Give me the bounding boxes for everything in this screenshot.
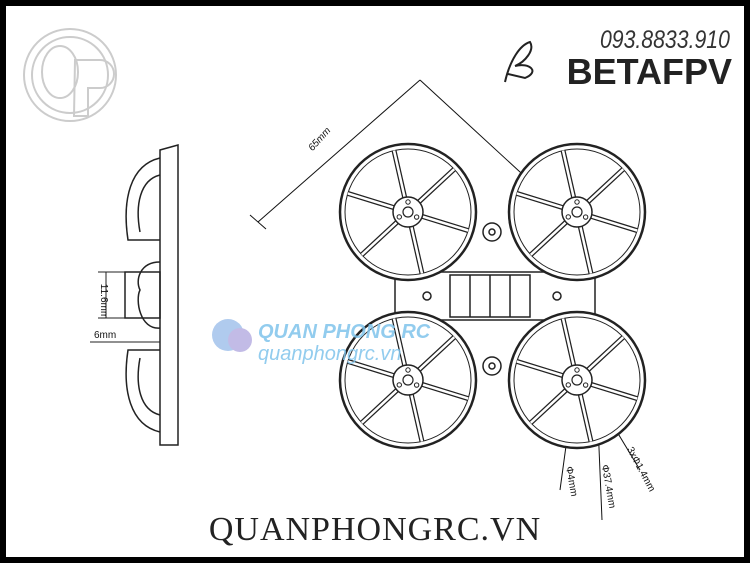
- duct-spoke-inner: [586, 168, 625, 204]
- phone-number: 093.8833.910: [600, 26, 730, 54]
- duct-spoke-inner: [421, 214, 469, 232]
- motor-hole: [402, 206, 414, 218]
- betafpv-logo-icon: [504, 40, 534, 83]
- watermark-name: QUAN PHONG RC: [258, 321, 431, 343]
- duct-spoke-inner: [409, 225, 424, 274]
- side-view-frame: [90, 144, 179, 446]
- mount-hole: [574, 367, 580, 373]
- footer-site: QUANPHONGRC.VN: [208, 511, 542, 548]
- mount-hole: [582, 214, 589, 220]
- mount-hole: [413, 382, 420, 388]
- duct-spoke-inner: [578, 393, 593, 442]
- dimension-side-width-label: 6mm: [94, 330, 117, 341]
- duct-spoke-inner: [590, 214, 638, 232]
- duct-spoke-inner: [516, 360, 564, 378]
- watermark-logo: [212, 319, 252, 352]
- duct-spoke-inner: [360, 220, 399, 256]
- duct-spoke-inner: [360, 388, 399, 424]
- mount-hole: [565, 382, 571, 388]
- top-view-frame: [394, 222, 596, 376]
- duct-spoke-inner: [516, 192, 564, 210]
- duct-inner-ring: [344, 316, 472, 444]
- duct-spoke-inner: [417, 168, 456, 204]
- drawing: [23, 28, 647, 521]
- mount-hole: [396, 382, 402, 388]
- mount-hole: [413, 214, 420, 220]
- duct-spoke-inner: [578, 225, 593, 274]
- duct-spoke-inner: [347, 360, 395, 378]
- diagram-canvas: 093.8833.910 BETAFPV 65mm 11.6mm 6mm Φ4m…: [6, 6, 744, 557]
- duct-spoke-inner: [392, 318, 407, 367]
- motor-hole: [571, 374, 583, 386]
- mount-hole: [405, 199, 411, 205]
- mount-hole: [565, 214, 571, 220]
- duct-inner-ring: [344, 148, 472, 276]
- duct-spoke-inner: [421, 382, 469, 400]
- duct-spoke-inner: [561, 150, 576, 199]
- duct-spoke-inner: [561, 318, 576, 367]
- mount-hole: [405, 367, 411, 373]
- duct-spoke-inner: [417, 336, 456, 372]
- duct-spoke-inner: [529, 220, 568, 256]
- qp-logo: [23, 28, 117, 122]
- duct-spoke-inner: [529, 388, 568, 424]
- motor-hole: [402, 374, 414, 386]
- duct-spoke-inner: [590, 382, 638, 400]
- duct-spoke-inner: [586, 336, 625, 372]
- watermark-site: quanphongrc.vn: [258, 343, 402, 365]
- mount-hole: [574, 199, 580, 205]
- duct-inner-ring: [513, 148, 641, 276]
- brand-name: BETAFPV: [566, 51, 732, 92]
- propeller-ducts: [338, 142, 647, 450]
- motor-hole: [571, 206, 583, 218]
- duct-spoke-inner: [392, 150, 407, 199]
- duct-inner-ring: [513, 316, 641, 444]
- mount-hole: [582, 382, 589, 388]
- duct-spoke-inner: [347, 192, 395, 210]
- duct-spoke-inner: [409, 393, 424, 442]
- mount-hole: [396, 214, 402, 220]
- dimension-height-label: 11.6mm: [98, 283, 110, 320]
